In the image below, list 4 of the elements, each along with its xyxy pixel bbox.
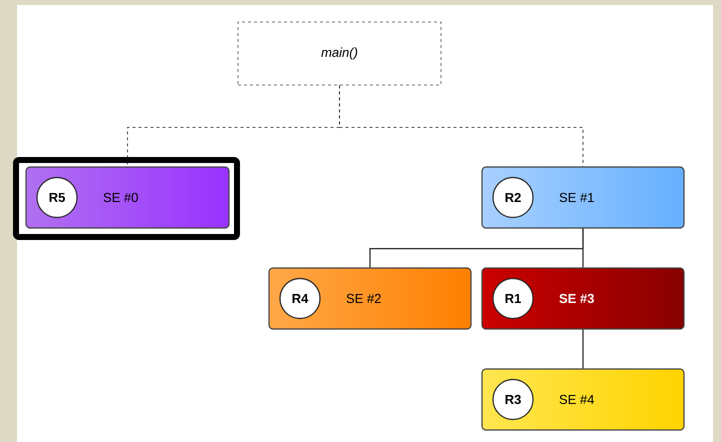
connector-line: [582, 330, 584, 368]
connector-line: [582, 228, 584, 268]
connector-line: [339, 85, 584, 167]
function-box: main(): [238, 22, 442, 86]
